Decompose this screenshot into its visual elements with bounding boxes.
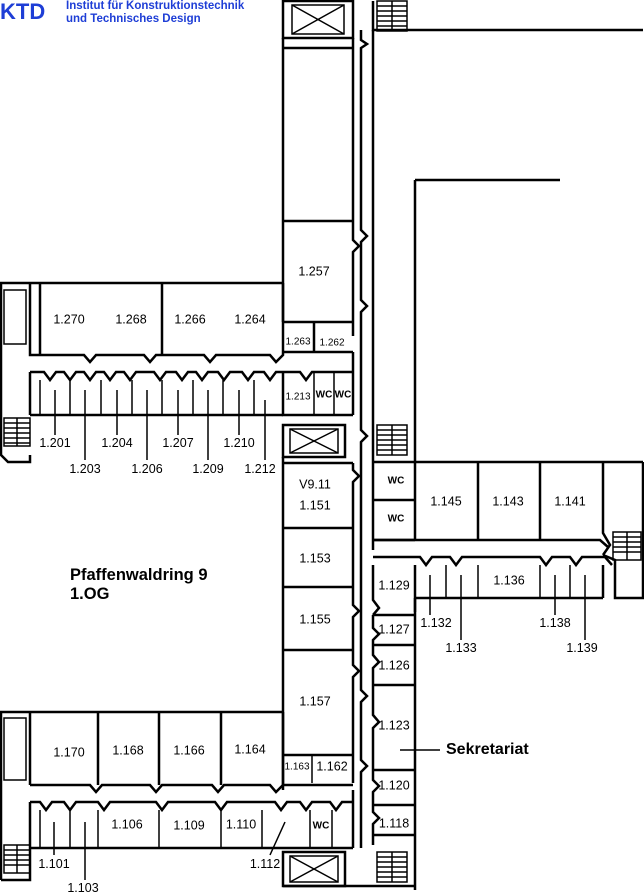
room-1203: 1.203 (69, 462, 100, 476)
sekretariat-label: Sekretariat (446, 741, 529, 758)
room-1118: 1.118 (379, 816, 409, 830)
room-1206: 1.206 (131, 462, 162, 476)
staircase-west-lower (3, 844, 31, 874)
floor-label: 1.OG (70, 585, 110, 603)
room-1139: 1.139 (566, 641, 597, 655)
logo-mark: KTD (0, 0, 45, 24)
room-1153: 1.153 (299, 551, 330, 565)
wc-lower: WC (313, 821, 330, 832)
room-1162: 1.162 (316, 759, 347, 773)
wc-upper-1: WC (316, 390, 333, 401)
room-1213: 1.213 (285, 392, 310, 403)
room-1168: 1.168 (112, 743, 143, 757)
room-1123: 1.123 (378, 718, 409, 732)
room-1110: 1.110 (226, 817, 256, 831)
room-1210: 1.210 (223, 436, 254, 450)
room-1101: 1.101 (38, 857, 69, 871)
room-1145: 1.145 (430, 494, 461, 508)
room-1157: 1.157 (299, 694, 330, 708)
room-1129: 1.129 (378, 578, 409, 592)
room-1268: 1.268 (115, 312, 146, 326)
room-1164: 1.164 (234, 742, 265, 756)
room-1103: 1.103 (67, 881, 98, 895)
room-1170: 1.170 (53, 745, 84, 759)
room-1163: 1.163 (284, 762, 309, 773)
wc-east-1: WC (388, 476, 405, 487)
wc-east-2: WC (388, 514, 405, 525)
room-v911: V9.11 (299, 477, 331, 491)
room-1262: 1.262 (319, 338, 344, 349)
staircase-east (612, 531, 642, 561)
room-1112: 1.112 (250, 857, 280, 871)
room-1127: 1.127 (378, 622, 409, 636)
room-1141: 1.141 (554, 494, 585, 508)
room-1120: 1.120 (378, 778, 409, 792)
north-wing (281, 0, 643, 464)
room-1209: 1.209 (192, 462, 223, 476)
staircase-bottom (376, 851, 408, 883)
room-labels: 1.257 1.263 1.262 1.270 1.268 1.266 1.26… (38, 264, 597, 895)
institute-name: Institut für Konstruktionstechnik und Te… (66, 0, 244, 25)
room-1266: 1.266 (174, 312, 205, 326)
room-1109: 1.109 (173, 818, 204, 832)
room-1136: 1.136 (493, 573, 524, 587)
staircase-top (376, 0, 408, 32)
room-1212: 1.212 (244, 462, 275, 476)
east-wing (371, 460, 644, 890)
room-1106: 1.106 (111, 817, 142, 831)
room-1138: 1.138 (539, 616, 570, 630)
room-1257: 1.257 (298, 264, 329, 278)
elevator-middle (281, 423, 347, 459)
room-1132: 1.132 (420, 616, 451, 630)
building-title: Pfaffenwaldring 9 1.OG (70, 566, 208, 604)
room-1143: 1.143 (492, 494, 523, 508)
room-1264: 1.264 (234, 312, 265, 326)
room-1270: 1.270 (53, 312, 84, 326)
ktd-logo: KTD (0, 0, 45, 24)
institute-line-2: und Technisches Design (66, 12, 201, 25)
room-1151: 1.151 (299, 498, 330, 512)
room-1126: 1.126 (378, 658, 409, 672)
room-1263: 1.263 (285, 337, 310, 348)
west-lower-wing (0, 710, 440, 888)
room-1204: 1.204 (101, 436, 132, 450)
room-1155: 1.155 (299, 612, 330, 626)
room-1207: 1.207 (162, 436, 193, 450)
wc-upper-2: WC (335, 390, 352, 401)
institute-line-1: Institut für Konstruktionstechnik (66, 0, 245, 12)
building-name: Pfaffenwaldring 9 (70, 566, 208, 584)
staircase-west-upper (3, 417, 31, 447)
elevator-top (281, 0, 355, 40)
room-1133: 1.133 (445, 641, 476, 655)
room-1201: 1.201 (39, 436, 70, 450)
room-1166: 1.166 (173, 743, 204, 757)
staircase-middle (376, 424, 408, 456)
west-upper-wing (0, 281, 355, 464)
